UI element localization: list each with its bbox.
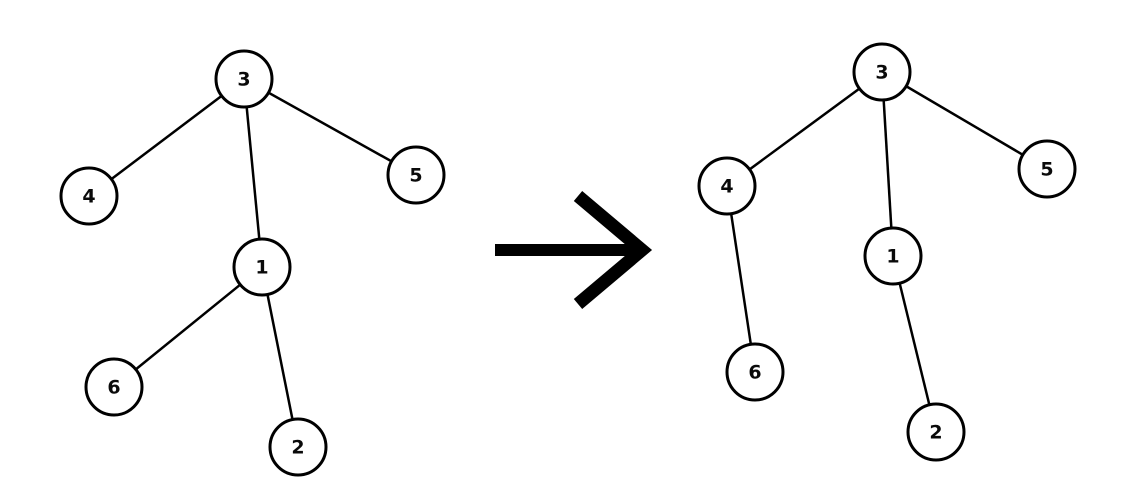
node-label-3: 3 — [237, 69, 250, 91]
edge-left-tree-3-5 — [243, 77, 417, 177]
arrow-head — [573, 191, 653, 309]
edge-right-tree-3-1 — [880, 71, 895, 257]
node-label-4: 4 — [720, 176, 733, 198]
edge-left-tree-3-4 — [88, 78, 245, 197]
node-circle-6 — [725, 342, 785, 402]
node-label-2: 2 — [291, 437, 304, 459]
node-circle-1 — [863, 226, 923, 286]
node-3-right-tree: 3 — [852, 42, 912, 102]
edge-left-tree-1-6 — [113, 266, 263, 388]
node-circle-1 — [232, 237, 292, 297]
edge-right-tree-3-4 — [726, 70, 883, 188]
node-6-right-tree: 6 — [725, 342, 785, 402]
node-4-right-tree: 4 — [697, 156, 757, 216]
node-6-left-tree: 6 — [84, 357, 144, 417]
node-circle-5 — [1017, 139, 1077, 199]
node-2-right-tree: 2 — [906, 402, 966, 462]
left-tree: 3 4 5 1 6 2 — [59, 49, 446, 477]
node-2-left-tree: 2 — [268, 417, 328, 477]
edge-right-tree-4-6 — [725, 185, 757, 373]
node-label-1: 1 — [886, 246, 899, 268]
node-label-4: 4 — [82, 186, 95, 208]
right-tree: 3 4 5 1 6 2 — [697, 42, 1077, 462]
node-label-6: 6 — [748, 362, 761, 384]
node-circle-5 — [386, 145, 446, 205]
node-5-right-tree: 5 — [1017, 139, 1077, 199]
node-4-left-tree: 4 — [59, 166, 119, 226]
node-circle-3 — [852, 42, 912, 102]
node-1-left-tree: 1 — [232, 237, 292, 297]
edge-right-tree-3-5 — [881, 70, 1048, 171]
edge-right-tree-1-2 — [891, 255, 938, 433]
node-label-1: 1 — [255, 257, 268, 279]
node-label-5: 5 — [409, 165, 422, 187]
node-circle-6 — [84, 357, 144, 417]
node-label-2: 2 — [929, 422, 942, 444]
node-circle-3 — [214, 49, 274, 109]
node-label-6: 6 — [107, 377, 120, 399]
edge-left-tree-1-2 — [260, 266, 300, 448]
node-label-5: 5 — [1040, 159, 1053, 181]
node-1-right-tree: 1 — [863, 226, 923, 286]
transform-arrow — [495, 191, 653, 309]
node-circle-2 — [268, 417, 328, 477]
node-3-left-tree: 3 — [214, 49, 274, 109]
edge-left-tree-3-1 — [242, 78, 264, 268]
node-label-3: 3 — [875, 62, 888, 84]
node-circle-4 — [59, 166, 119, 226]
node-circle-4 — [697, 156, 757, 216]
node-circle-2 — [906, 402, 966, 462]
node-5-left-tree: 5 — [386, 145, 446, 205]
